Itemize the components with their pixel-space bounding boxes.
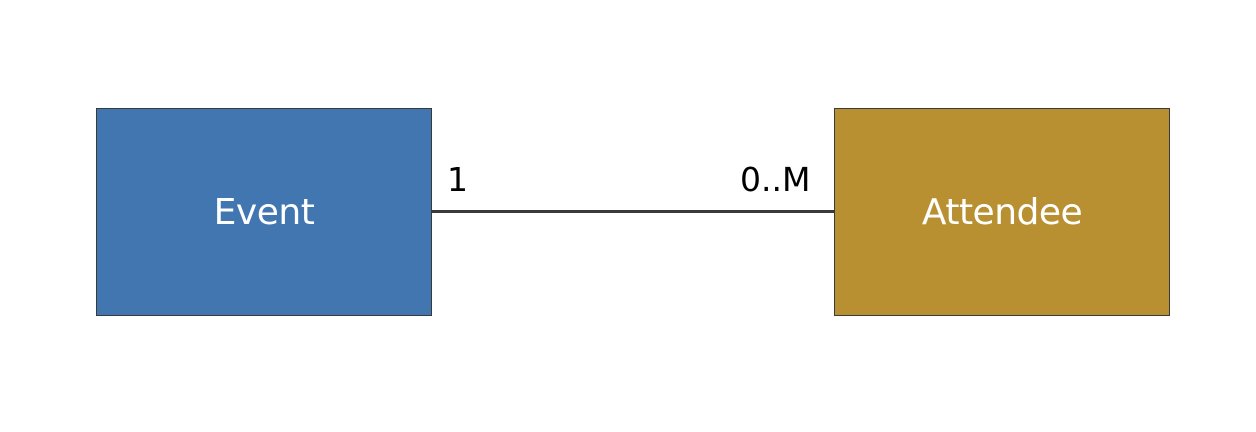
attendee-entity-label: Attendee: [921, 191, 1083, 233]
event-entity-box: Event: [96, 108, 432, 316]
attendee-entity-box: Attendee: [834, 108, 1170, 316]
event-entity-label: Event: [213, 191, 315, 233]
target-multiplicity-label: 0..M: [740, 160, 811, 199]
relationship-connector-line: [432, 210, 834, 213]
source-multiplicity-label: 1: [447, 160, 468, 199]
